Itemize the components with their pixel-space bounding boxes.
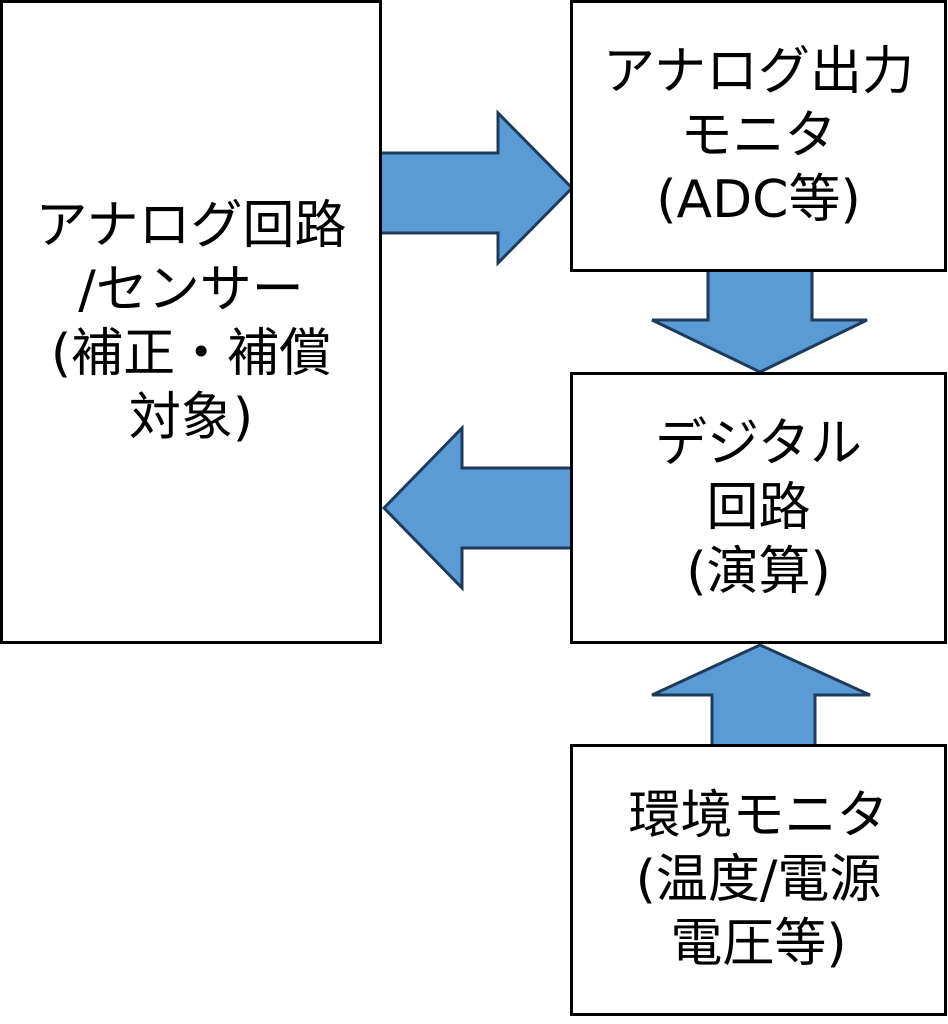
analog-monitor-line-2: モニタ (680, 106, 837, 166)
analog-monitor-line-1: アナログ出力 (603, 42, 914, 102)
digital-circuit-line-3: (演算) (686, 542, 831, 602)
arrow-analog-to-monitor (378, 109, 575, 267)
environment-monitor-box: 環境モニタ (温度/電源 電圧等) (570, 744, 947, 1016)
analog-output-monitor-box: アナログ出力 モニタ (ADC等) (570, 0, 947, 272)
env-monitor-line-1: 環境モニタ (628, 786, 889, 846)
arrow-digital-to-analog (381, 424, 574, 592)
analog-monitor-line-3: (ADC等) (656, 170, 861, 230)
arrow-env-to-digital (651, 643, 871, 748)
analog-circuit-line-2: /センサー (78, 260, 304, 320)
digital-circuit-line-2: 回路 (706, 478, 811, 538)
env-monitor-line-2: (温度/電源 (635, 850, 882, 910)
analog-circuit-box: アナログ回路 /センサー (補正・補償 対象) (0, 0, 382, 644)
digital-circuit-line-1: デジタル (655, 414, 862, 474)
arrow-monitor-to-digital (651, 268, 868, 374)
digital-circuit-box: デジタル 回路 (演算) (570, 372, 947, 644)
analog-circuit-line-1: アナログ回路 (35, 196, 347, 256)
analog-circuit-line-3: (補正・補償 (50, 324, 332, 384)
env-monitor-line-3: 電圧等) (670, 914, 847, 974)
analog-circuit-line-4: 対象) (128, 388, 254, 448)
